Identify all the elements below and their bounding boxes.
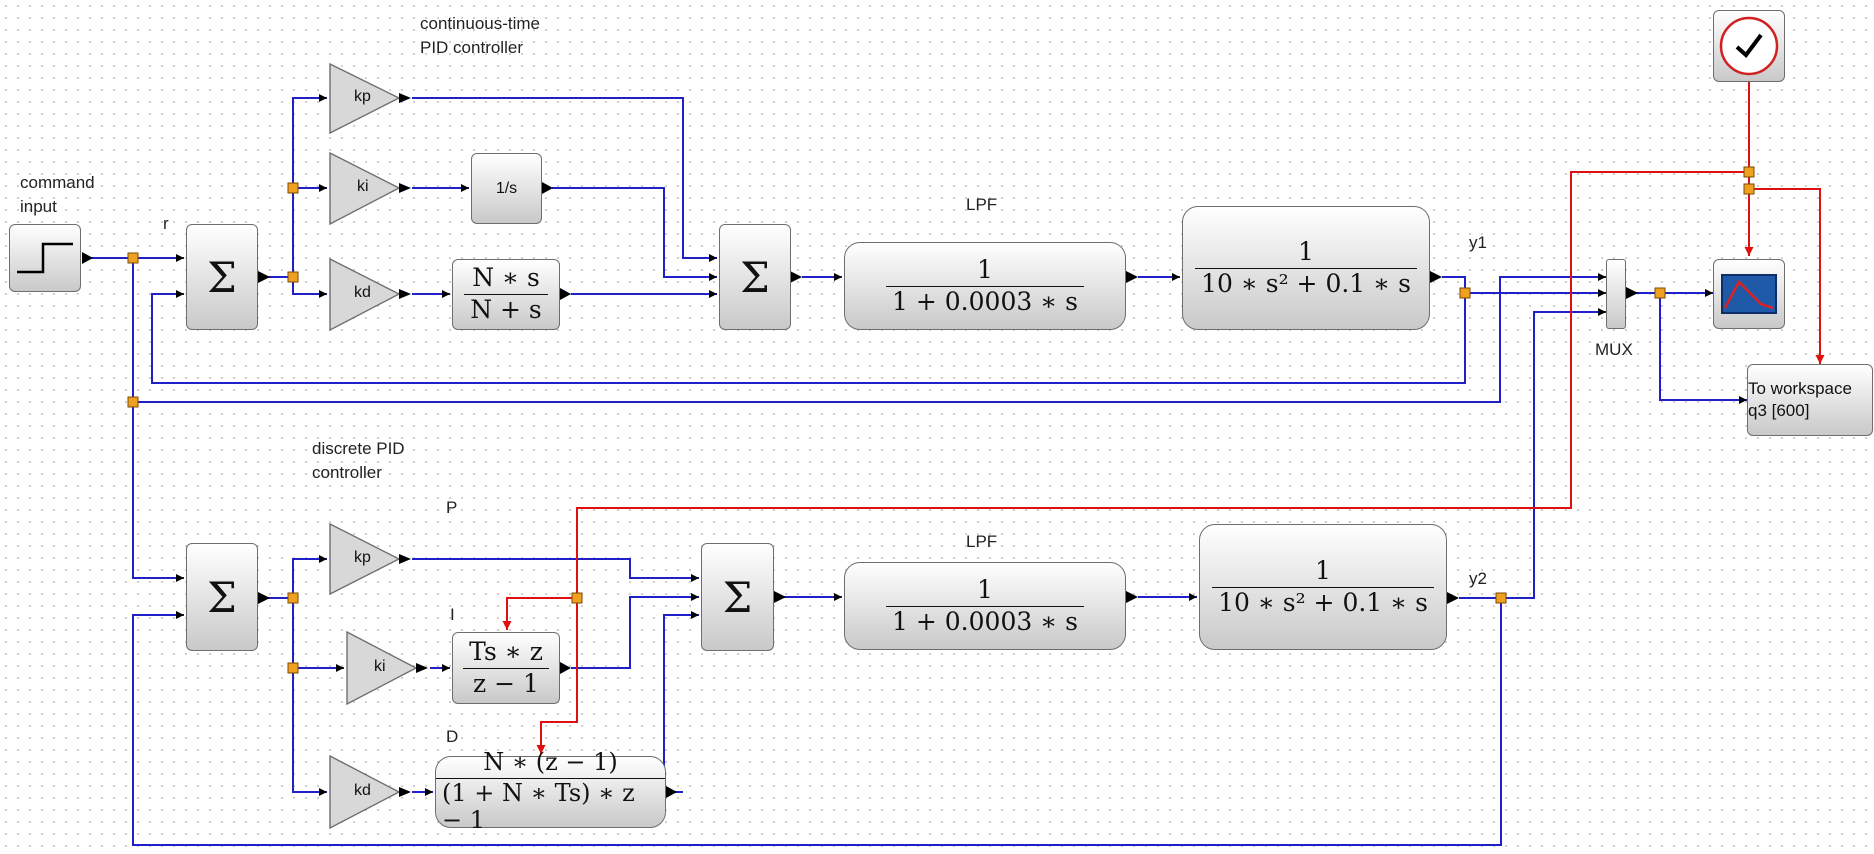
lpf-label-top: LPF — [966, 195, 998, 214]
fraction-numerator: Ts ∗ z — [469, 636, 543, 666]
link-dsplit-kd[interactable] — [292, 668, 327, 796]
to-workspace-label: To workspace — [1748, 379, 1852, 398]
signal-label-y1: y1 — [1469, 233, 1487, 252]
fraction-denominator: (1 + N ∗ Ts) ∗ z − 1 — [442, 778, 635, 835]
gain-ki-continuous[interactable] — [329, 151, 401, 226]
gain-kp-label: kp — [354, 88, 371, 105]
step-icon — [17, 242, 73, 274]
mux-block[interactable] — [1606, 259, 1626, 329]
sum-symbol: Σ — [207, 252, 237, 302]
gain-kd-label: kd — [354, 284, 371, 301]
sum-symbol: Σ — [207, 572, 237, 622]
split-point[interactable] — [287, 182, 299, 194]
link-kp-sum[interactable] — [412, 97, 717, 262]
event-to-int[interactable] — [502, 597, 577, 630]
fraction-numerator: 1 — [1315, 555, 1331, 585]
fraction-denominator: 1 + 0.0003 ∗ s — [892, 286, 1078, 316]
link-dsplit-kp[interactable] — [292, 555, 327, 598]
link-dder-sum[interactable] — [663, 611, 699, 793]
fraction-numerator: 1 — [977, 254, 993, 284]
sum-symbol: Σ — [722, 572, 753, 622]
step-block[interactable] — [9, 224, 81, 292]
split-point[interactable] — [1459, 287, 1471, 299]
label-d: D — [446, 727, 459, 746]
fraction-denominator: N + s — [470, 295, 542, 324]
link-dint-sum[interactable] — [571, 593, 699, 669]
integrator-block-continuous[interactable]: 1/s — [471, 153, 542, 224]
gain-kd-discrete[interactable] — [329, 754, 401, 830]
split-point[interactable] — [127, 252, 139, 264]
event-split-ws[interactable] — [1749, 188, 1825, 364]
fraction-numerator: N ∗ (z − 1) — [483, 748, 618, 777]
split-point[interactable] — [287, 271, 299, 283]
fraction-denominator: z − 1 — [473, 668, 539, 698]
mux-label: MUX — [1595, 340, 1633, 359]
derivative-block-discrete[interactable]: N ∗ (z − 1)(1 + N ∗ Ts) ∗ z − 1 — [435, 749, 666, 834]
sum-block-continuous-error[interactable]: Σ — [186, 224, 258, 330]
signal-label-r: r — [163, 214, 169, 233]
sum-block-discrete-error[interactable]: Σ — [186, 543, 258, 651]
sum-block-discrete-pid[interactable]: Σ — [701, 543, 774, 651]
label-p: P — [446, 498, 458, 517]
gain-kp-discrete[interactable] — [329, 522, 401, 596]
fraction-denominator: 10 ∗ s² + 0.1 ∗ s — [1218, 587, 1428, 617]
continuous-pid-title: continuous-time PID controller — [420, 14, 541, 57]
fraction-numerator: 1 — [1298, 236, 1314, 266]
sum-symbol: Σ — [740, 252, 770, 302]
to-workspace-block[interactable]: To workspace q3 [600] — [1747, 364, 1873, 436]
gain-ki-discrete[interactable] — [346, 630, 418, 706]
scope-icon — [1721, 274, 1777, 314]
gain-kp-label: kp — [354, 549, 371, 566]
clock-block[interactable] — [1713, 10, 1785, 82]
link-mux-ws[interactable] — [1659, 293, 1747, 404]
link-y2-mux[interactable] — [1501, 308, 1606, 599]
link-dkp-sum[interactable] — [412, 558, 699, 582]
split-point[interactable] — [1654, 287, 1666, 299]
split-point[interactable] — [571, 592, 583, 604]
split-point[interactable] — [1743, 166, 1755, 178]
gain-ki-label: ki — [357, 178, 369, 195]
event-to-der[interactable] — [536, 598, 578, 754]
split-point[interactable] — [1743, 183, 1755, 195]
link-split-kd[interactable] — [292, 277, 327, 298]
link-r-to-sum2[interactable] — [132, 402, 184, 582]
signal-label-y2: y2 — [1469, 569, 1487, 588]
integrator-label: 1/s — [495, 179, 518, 197]
link-y1-feedback[interactable] — [151, 290, 1466, 384]
split-point[interactable] — [287, 662, 299, 674]
fraction-denominator: 10 ∗ s² + 0.1 ∗ s — [1201, 268, 1411, 298]
fraction-numerator: 1 — [977, 574, 993, 604]
link-y1-mux[interactable] — [1465, 273, 1606, 294]
fraction-numerator: N ∗ s — [472, 263, 540, 293]
clock-icon — [1719, 16, 1779, 76]
scope-block[interactable] — [1713, 259, 1785, 329]
label-i: I — [450, 605, 455, 624]
link-int-sum[interactable] — [552, 187, 717, 281]
lpf-label-bottom: LPF — [966, 532, 998, 551]
gain-ki-label: ki — [374, 658, 386, 675]
discrete-pid-title: discrete PID controller — [312, 439, 405, 482]
event-split-discrete[interactable] — [576, 171, 1749, 598]
link-r-to-mux[interactable] — [133, 289, 1606, 403]
gain-kp-continuous[interactable] — [329, 62, 401, 135]
to-workspace-variable: q3 [600] — [1748, 401, 1810, 420]
gain-kd-continuous[interactable] — [329, 257, 401, 332]
link-split-kp[interactable] — [292, 94, 327, 277]
gain-kd-label: kd — [354, 782, 371, 799]
command-input-label: command input — [20, 173, 95, 216]
fraction-denominator: 1 + 0.0003 ∗ s — [892, 606, 1078, 636]
split-point[interactable] — [127, 396, 139, 408]
sum-block-continuous-pid[interactable]: Σ — [719, 224, 791, 330]
split-point[interactable] — [1495, 592, 1507, 604]
link-y2-feedback[interactable] — [132, 598, 1502, 846]
split-point[interactable] — [287, 592, 299, 604]
